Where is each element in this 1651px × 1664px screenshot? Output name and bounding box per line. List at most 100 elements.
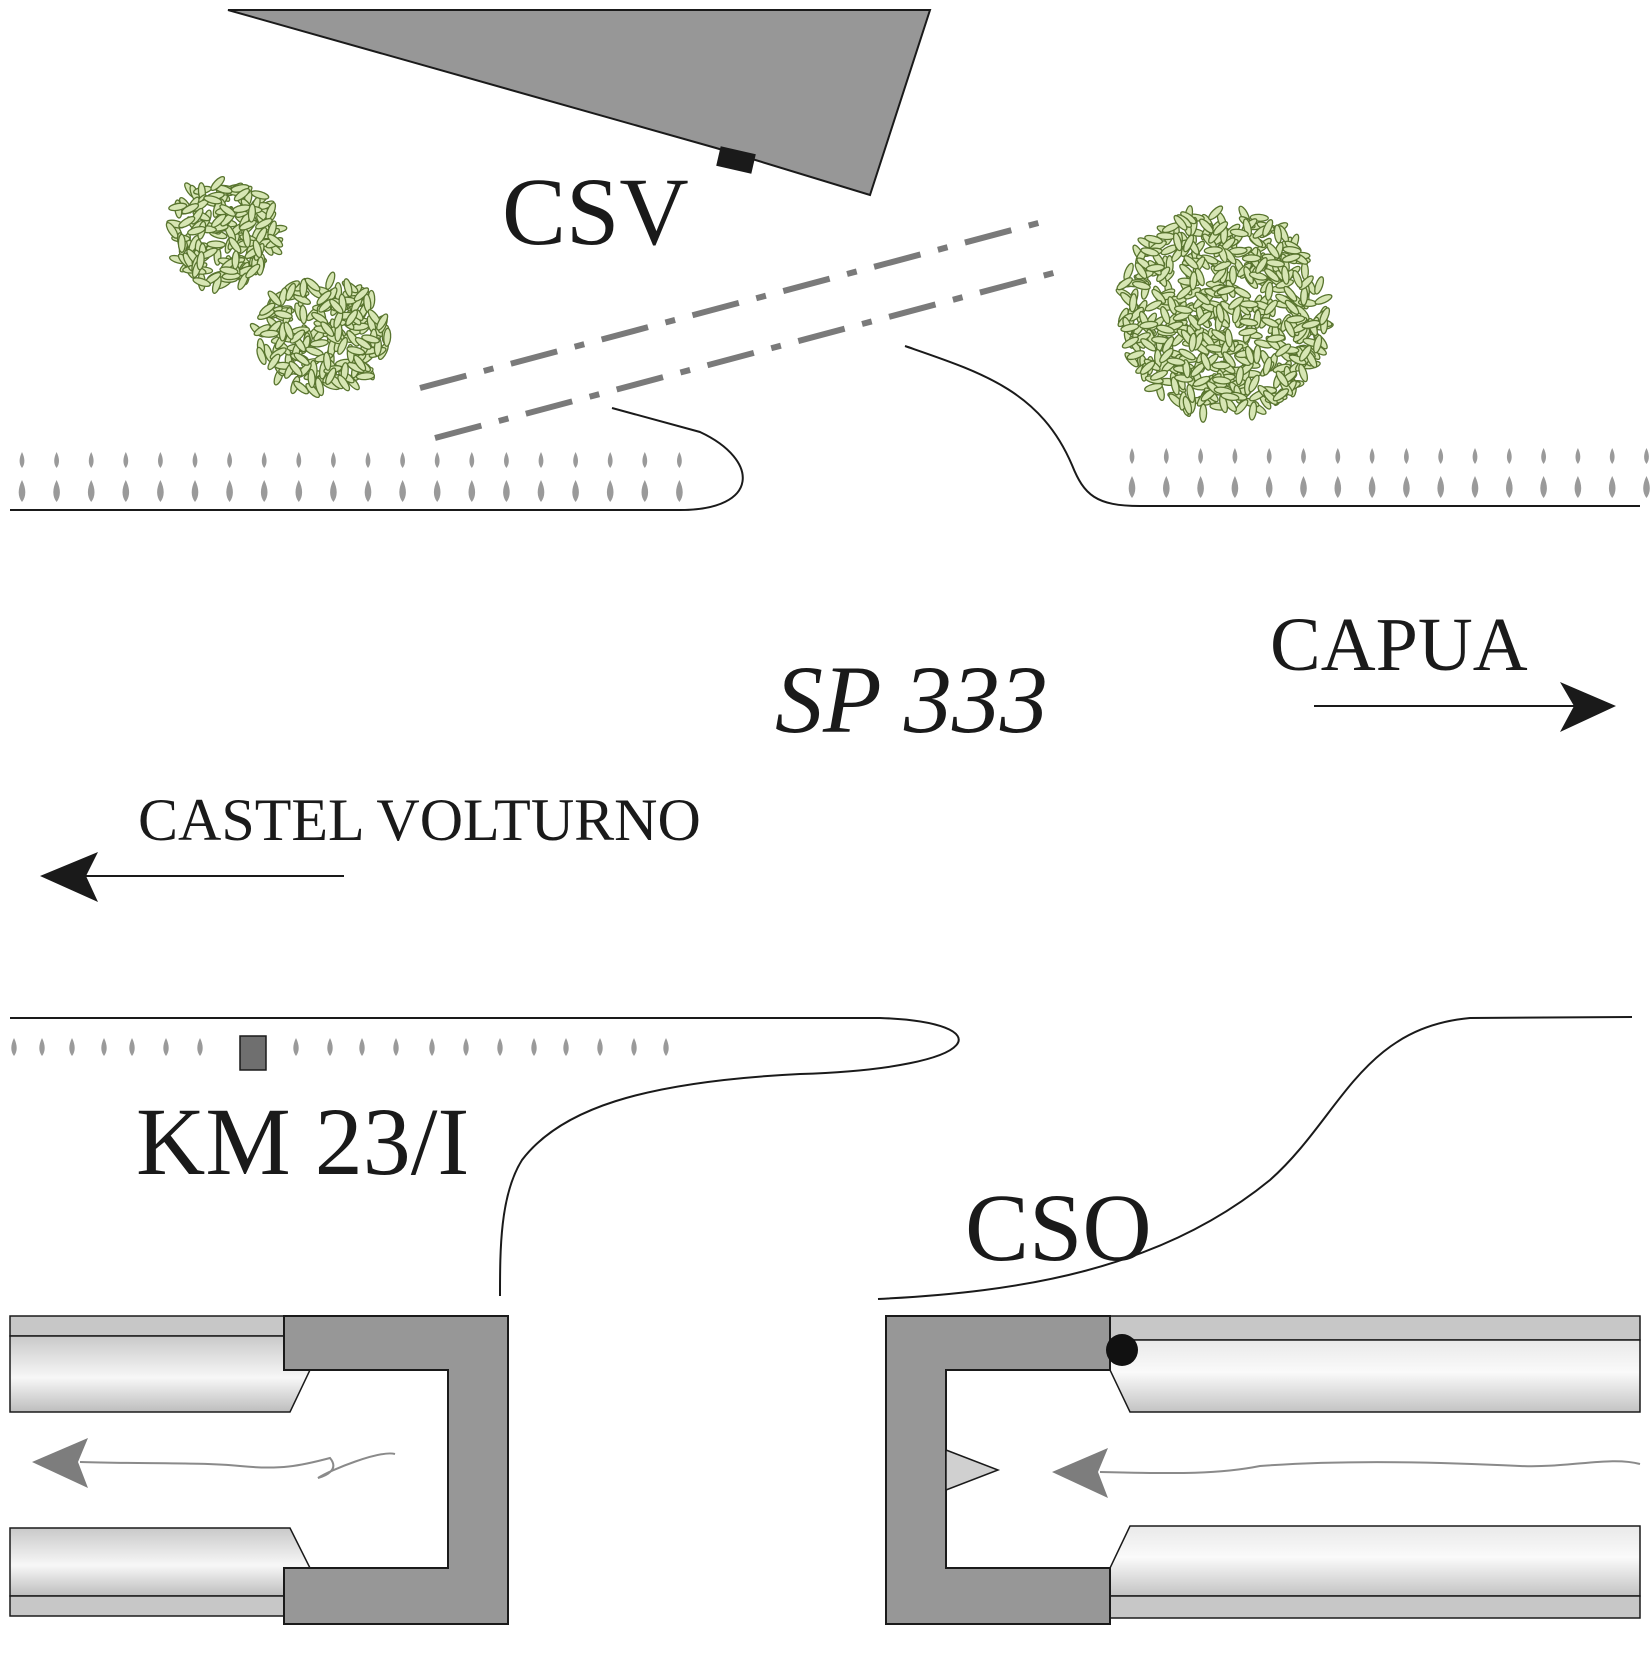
drop-icon (631, 1038, 637, 1056)
drop-icon (364, 480, 372, 502)
drop-icon (197, 1038, 203, 1056)
drop-icon (1334, 476, 1342, 498)
drop-icon (1643, 476, 1650, 498)
drop-icon (330, 480, 337, 502)
drop-icon (399, 480, 406, 502)
drop-icon (19, 452, 25, 468)
drop-icon (1335, 448, 1341, 464)
drop-icon (463, 1038, 469, 1056)
drop-icon (1300, 476, 1307, 498)
drop-icon (597, 1038, 603, 1056)
drop-icon (192, 452, 198, 468)
drop-icon (1128, 476, 1136, 498)
drop-icon (677, 452, 682, 468)
drop-icon (1198, 448, 1203, 464)
label-csv: CSV (502, 158, 689, 265)
road-edge-lower-left (10, 1017, 960, 1297)
drop-icon (400, 452, 405, 468)
label-sp333: SP 333 (775, 646, 1048, 753)
drop-icon (296, 452, 302, 468)
drop-icon (1163, 476, 1170, 498)
drop-icon (1472, 448, 1478, 464)
drop-icon (1437, 476, 1444, 498)
drop-icon (1438, 448, 1444, 464)
drop-icon (365, 452, 371, 468)
drop-icon (260, 480, 268, 502)
bush-icon (249, 271, 392, 399)
road-edge-lower-right (877, 1016, 1633, 1300)
drop-icon (1232, 448, 1238, 464)
drop-icon (497, 1038, 503, 1056)
culvert-right (885, 1315, 1641, 1625)
bush-icon (165, 175, 288, 294)
drop-icon (1197, 476, 1204, 498)
drop-icon (69, 1038, 75, 1056)
drop-icon (1266, 448, 1272, 464)
drop-icon (1163, 448, 1169, 464)
drop-icon (607, 452, 613, 468)
drop-icon (1265, 476, 1273, 498)
drop-icon (88, 452, 94, 468)
arrow-left-icon (40, 852, 344, 902)
drop-icon (1644, 448, 1649, 464)
drop-icon (11, 1038, 17, 1056)
drop-icon (39, 1038, 45, 1056)
drop-icon (226, 480, 233, 502)
drop-icon (327, 1038, 333, 1056)
culvert-left (9, 1315, 509, 1625)
drop-icon (158, 452, 163, 468)
label-castel-volturno: CASTEL VOLTURNO (138, 787, 701, 853)
drop-icon (129, 1038, 135, 1056)
drop-row-upper-left (18, 452, 683, 502)
dashdot-line-upper (419, 219, 1043, 391)
drop-row-upper-right (1128, 448, 1650, 498)
drop-icon (1368, 476, 1376, 498)
road-edge-upper-right (904, 345, 1640, 507)
drop-icon (1403, 476, 1410, 498)
marker-square-icon (239, 1035, 267, 1071)
drop-icon (503, 480, 510, 502)
drop-icon (1574, 476, 1582, 498)
drop-icon (433, 480, 441, 502)
drop-icon (1506, 476, 1513, 498)
drop-icon (573, 452, 578, 468)
drop-icon (331, 452, 336, 468)
drop-icon (1506, 448, 1512, 464)
drop-icon (295, 480, 303, 502)
label-km: KM 23/I (136, 1088, 469, 1195)
drop-icon (261, 452, 267, 468)
flow-arrow-left-icon (1052, 1448, 1108, 1498)
drop-icon (1575, 448, 1581, 464)
label-capua: CAPUA (1270, 603, 1528, 687)
drop-icon (122, 480, 130, 502)
drop-row-lower-left (11, 1038, 669, 1056)
drop-icon (18, 480, 26, 502)
drop-icon (1608, 476, 1616, 498)
drop-icon (1369, 448, 1375, 464)
drop-icon (642, 452, 648, 468)
drop-icon (504, 452, 509, 468)
drop-icon (537, 480, 545, 502)
black-dot-icon (1106, 1334, 1138, 1366)
drop-icon (359, 1038, 365, 1056)
drop-icon (1301, 448, 1306, 464)
drop-icon (54, 452, 59, 468)
drop-icon (1541, 448, 1546, 464)
drop-icon (1231, 476, 1239, 498)
drop-icon (393, 1038, 399, 1056)
drop-icon (563, 1038, 569, 1056)
drop-icon (227, 452, 232, 468)
drop-icon (1471, 476, 1479, 498)
drop-icon (641, 480, 649, 502)
drop-icon (101, 1038, 107, 1056)
dashdot-line-lower (434, 269, 1058, 441)
drop-icon (434, 452, 440, 468)
drop-icon (293, 1038, 299, 1056)
drop-icon (663, 1038, 669, 1056)
arrow-right-icon (1314, 682, 1616, 732)
label-cso: CSO (965, 1174, 1152, 1281)
drop-icon (606, 480, 614, 502)
drop-icon (163, 1038, 169, 1056)
drop-icon (87, 480, 95, 502)
